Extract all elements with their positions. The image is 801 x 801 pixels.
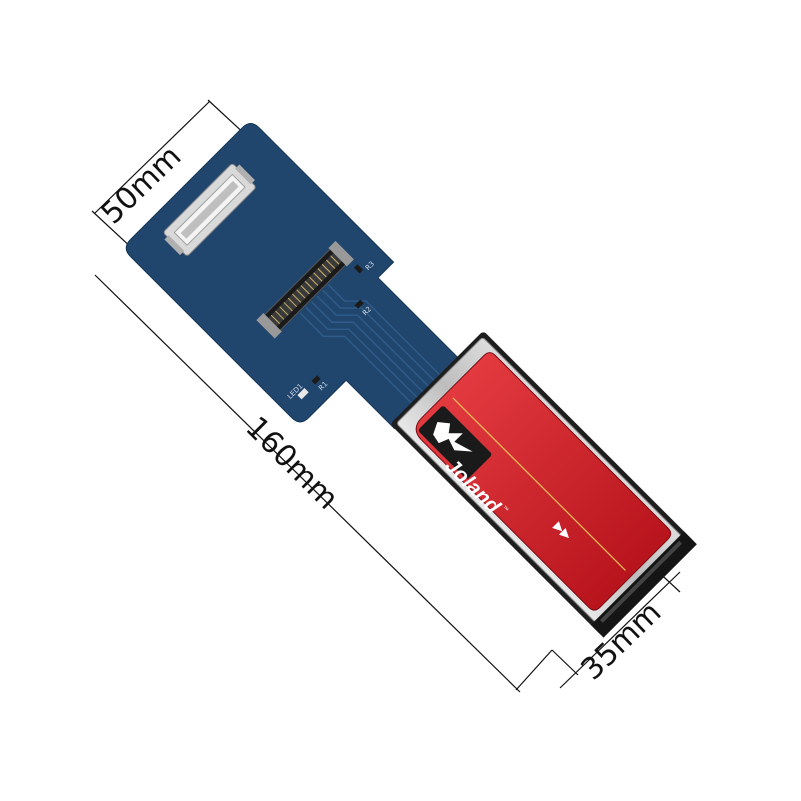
edge-connector-icon — [163, 163, 256, 256]
expresscard-adapter: LED1 R1 R2 R3 — [125, 123, 697, 638]
pcb-traces — [299, 284, 445, 408]
product-label — [415, 352, 672, 611]
length-label: 160mm — [238, 410, 345, 517]
dimension-lines — [91, 99, 681, 693]
brand-logo-icon — [433, 421, 473, 452]
dimension-length: 160mm — [238, 410, 345, 517]
resistor-r3 — [353, 264, 364, 274]
trademark-symbol: ™ — [501, 504, 510, 513]
resistor-r1 — [311, 375, 321, 385]
led-component — [297, 388, 309, 400]
resistor-r2 — [354, 299, 364, 309]
gold-stripe — [452, 397, 626, 571]
mini-slot-icon — [256, 240, 354, 339]
